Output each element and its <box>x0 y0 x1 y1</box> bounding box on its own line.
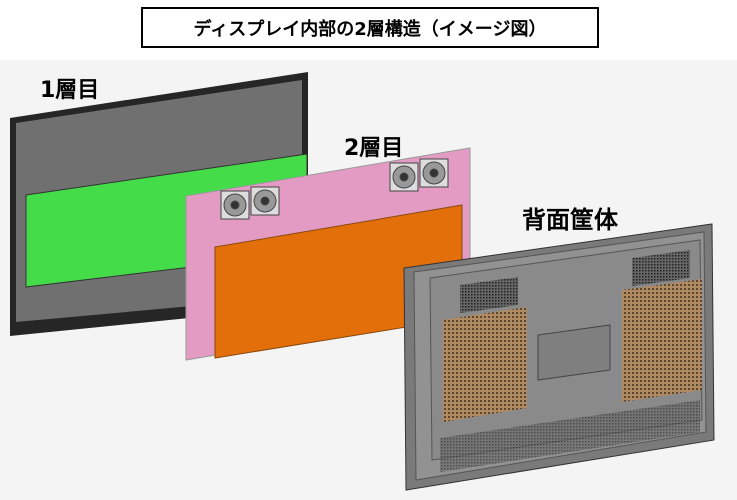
housing-label: 背面筐体 <box>522 206 618 234</box>
layer1-label: 1層目 <box>40 78 100 103</box>
layer2-label: 2層目 <box>344 136 404 161</box>
fan-icon <box>220 158 449 220</box>
back-housing <box>403 223 715 491</box>
diagram-title: ディスプレイ内部の2層構造（イメージ図） <box>141 7 599 48</box>
layer2-board <box>185 147 471 361</box>
